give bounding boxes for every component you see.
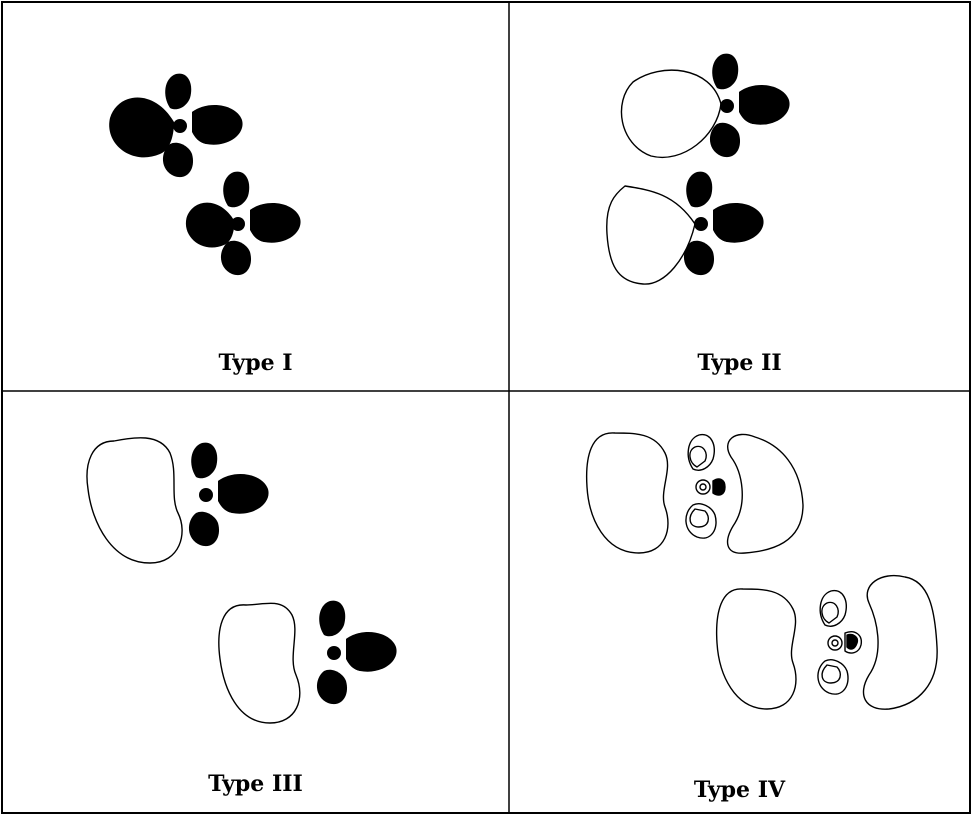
orbital-cluster-lower [185,171,301,276]
type-2-drawing [606,53,790,285]
orbital-cluster-upper [188,442,269,547]
bean-lobe-upper-right [726,433,804,554]
large-lobe-upper [86,437,183,564]
bean-lobe-lower-left [715,588,797,710]
orbital-cluster-lower [606,171,764,285]
orbital-cluster-lower [316,600,397,705]
type-1-drawing [109,73,301,276]
orbital-cluster-upper [620,53,790,159]
bean-lobe-upper-left [585,432,669,554]
type-4-drawing [585,432,938,710]
panel-label-type-4: Type IV [693,777,786,803]
type-3-drawing [86,437,397,724]
orbital-cluster-upper [109,73,243,178]
panel-label-type-2: Type II [697,350,782,376]
large-lobe-lower [218,602,301,724]
panel-type-2: Type II [509,2,970,391]
panel-label-type-1: Type I [218,350,293,376]
panel-type-1: Type I [2,2,509,391]
orbital-cluster-lower [817,589,862,695]
panel-type-3: Type III [2,393,509,813]
panel-type-4: Type IV [509,393,970,813]
orbital-cluster-upper [685,433,726,539]
panel-label-type-3: Type III [208,771,303,797]
bean-lobe-lower-right [862,575,938,710]
